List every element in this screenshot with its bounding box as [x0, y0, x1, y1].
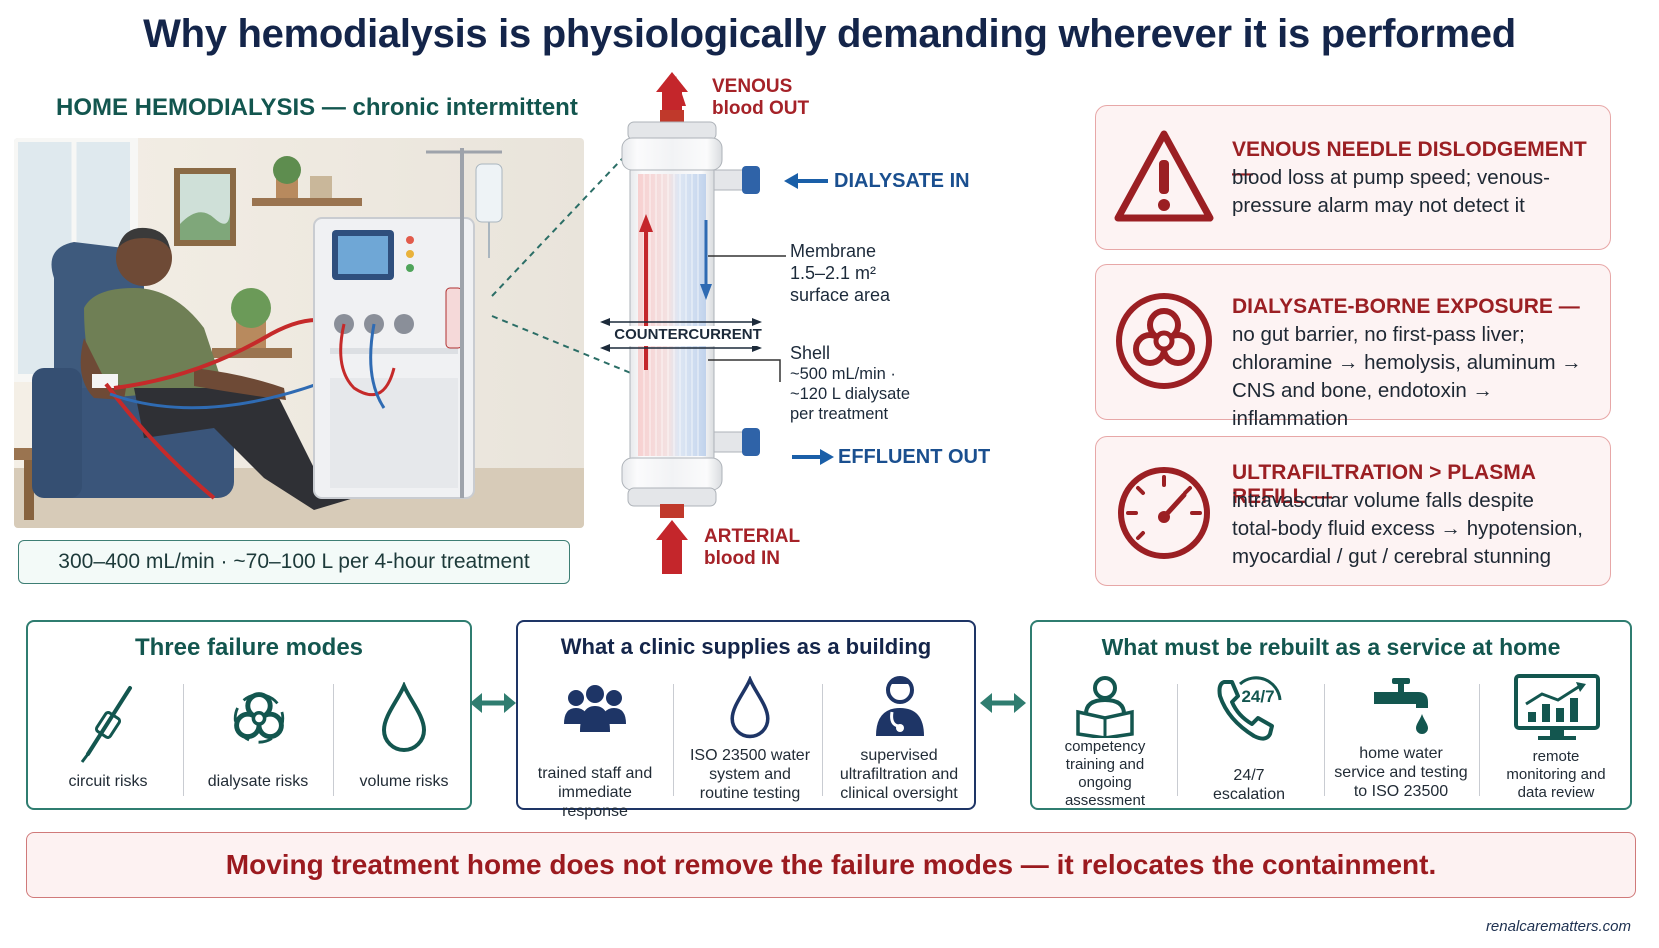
arterial-in-label: ARTERIAL blood IN	[704, 526, 801, 569]
home-service-panel: What must be rebuilt as a service at hom…	[1030, 620, 1632, 810]
effluent-out-label: EFFLUENT OUT	[838, 446, 991, 468]
home-item-training: competency training and ongoing assessme…	[1036, 674, 1174, 809]
risk-card-needle-dislodgement: VENOUS NEEDLE DISLODGEMENT — blood loss …	[1095, 105, 1611, 250]
dialysate-in-label: DIALYSATE IN	[834, 170, 970, 192]
warning-icon	[1114, 130, 1214, 222]
biohazard-icon	[233, 692, 285, 744]
home-dialysis-illustration	[14, 138, 584, 528]
risk-title: DIALYSATE-BORNE EXPOSURE —	[1232, 295, 1580, 318]
double-arrow-icon	[470, 693, 516, 713]
risk-title: VENOUS NEEDLE DISLODGEMENT —	[1232, 138, 1587, 185]
clinic-item-water: ISO 23500 water system and routine testi…	[676, 674, 824, 804]
conclusion-banner: Moving treatment home does not remove th…	[26, 832, 1636, 898]
risk-body: intravascular volume falls despite total…	[1232, 489, 1583, 568]
phone-24-7-icon: 24/7	[1217, 676, 1282, 741]
dialyzer-cartridge	[600, 72, 834, 574]
home-hemodialysis-heading: HOME HEMODIALYSIS — chronic intermittent	[56, 94, 578, 121]
dialyzer-diagram: VENOUS blood OUT DIALYSATE IN Membrane 1…	[600, 70, 1040, 610]
clinician-icon	[876, 676, 924, 736]
failure-mode-circuit: circuit risks	[38, 674, 178, 804]
flow-rate-note: 300–400 mL/min · ~70–100 L per 4-hour tr…	[18, 540, 570, 584]
risk-card-dialysate-exposure: DIALYSATE-BORNE EXPOSURE — no gut barrie…	[1095, 264, 1611, 430]
training-icon	[1076, 676, 1134, 738]
panel-title: What a clinic supplies as a building	[560, 634, 932, 659]
risk-body: blood loss at pump speed; venous- pressu…	[1232, 166, 1550, 217]
failure-mode-dialysate: dialysate risks	[188, 674, 328, 804]
clinic-panel: What a clinic supplies as a building tra…	[516, 620, 976, 820]
gauge-icon	[1118, 467, 1210, 559]
double-arrow-icon	[980, 693, 1026, 713]
home-item-remote-monitoring: remote monitoring and data review	[1480, 674, 1632, 804]
zoom-callout-lines	[491, 141, 639, 377]
monitor-chart-icon	[1514, 674, 1600, 740]
faucet-icon	[1374, 678, 1428, 734]
phone-badge: 24/7	[1241, 687, 1274, 706]
team-icon	[564, 685, 626, 732]
risk-card-ultrafiltration: ULTRAFILTRATION > PLASMA REFILL — intrav…	[1095, 436, 1611, 586]
risk-title: ULTRAFILTRATION > PLASMA REFILL —	[1232, 461, 1536, 508]
countercurrent-label: COUNTERCURRENT	[614, 326, 762, 343]
risk-body: no gut barrier, no first-pass liver; chl…	[1232, 323, 1582, 430]
clinic-item-oversight: supervised ultrafiltration and clinical …	[824, 674, 974, 804]
page-title: Why hemodialysis is physiologically dema…	[143, 12, 1516, 56]
needle-icon	[80, 686, 132, 763]
failure-modes-panel: Three failure modes circuit risks dialys…	[26, 620, 472, 810]
panel-title: What must be rebuilt as a service at hom…	[1101, 634, 1561, 660]
panel-title: Three failure modes	[134, 634, 364, 661]
membrane-label: Membrane 1.5–2.1 m² surface area	[790, 241, 891, 305]
clinic-item-staff: trained staff and immediate response	[524, 674, 666, 820]
drop-icon	[381, 682, 427, 752]
home-item-water-service: home water service and testing to ISO 23…	[1326, 674, 1476, 804]
failure-mode-volume: volume risks	[334, 674, 474, 804]
home-item-escalation: 24/7 24/7 escalation	[1178, 674, 1320, 804]
drop-icon	[730, 676, 770, 739]
shell-label: Shell ~500 mL/min · ~120 L dialysate per…	[790, 343, 911, 423]
venous-out-label: VENOUS blood OUT	[712, 76, 810, 119]
source-footer: renalcarematters.com	[1485, 918, 1631, 935]
biohazard-icon	[1116, 293, 1212, 389]
